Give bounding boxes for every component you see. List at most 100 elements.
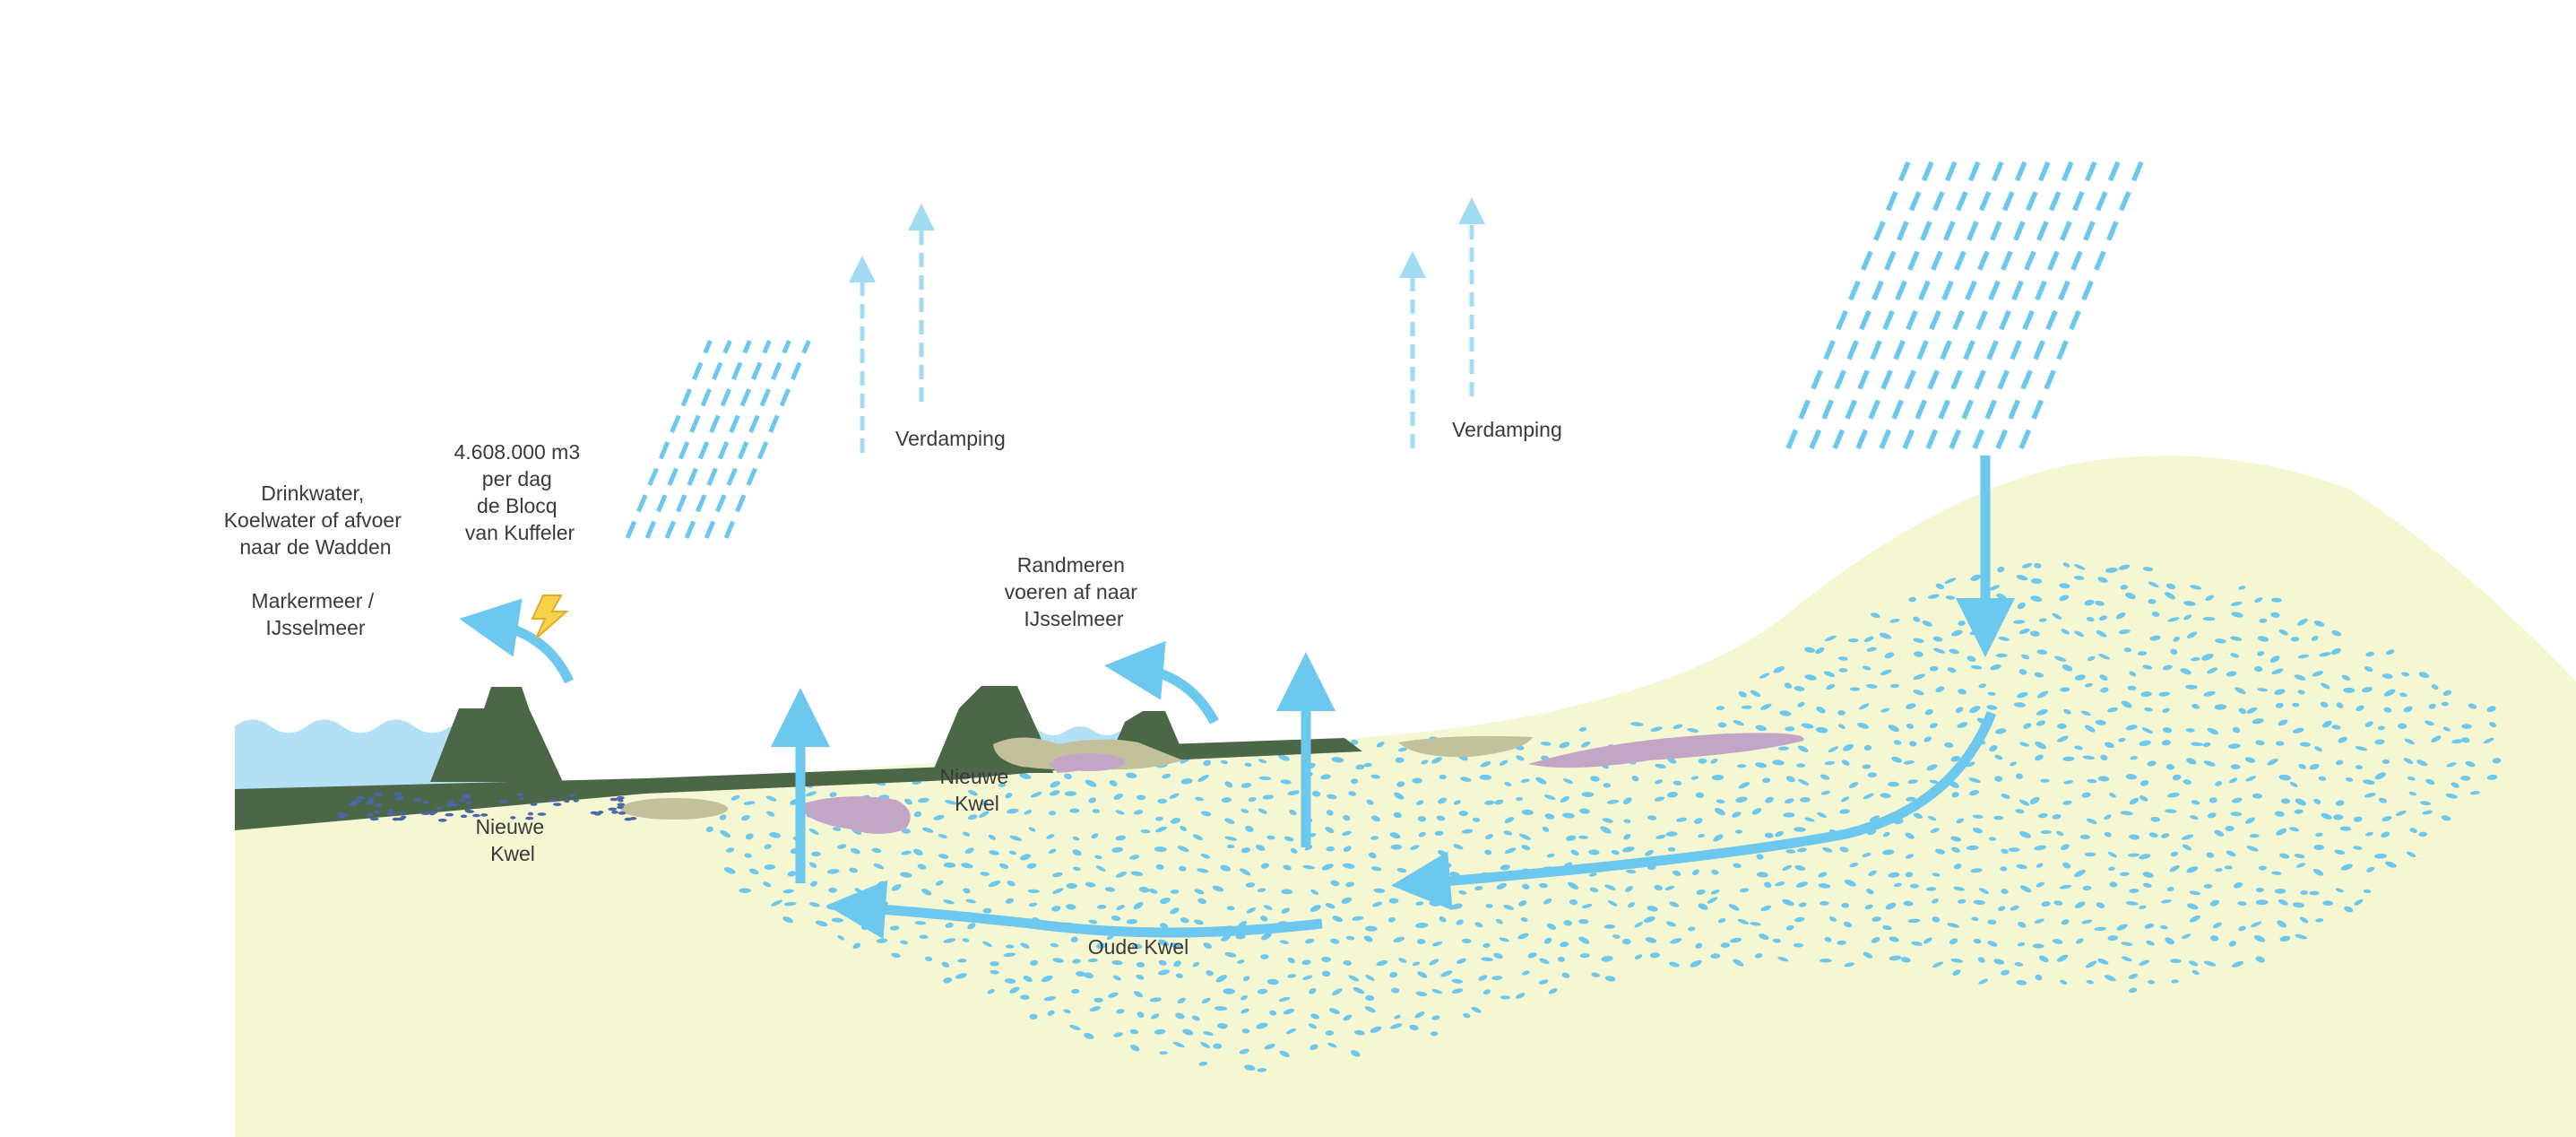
groundwater-dot [1113,1032,1123,1037]
groundwater-dot [1345,935,1355,941]
groundwater-dot [2191,742,2204,747]
groundwater-dot [1244,1064,1256,1071]
groundwater-dot [979,811,990,818]
groundwater-dot [2086,818,2097,824]
groundwater-dot [1157,798,1167,804]
groundwater-dot [1738,782,1750,789]
groundwater-dot [2036,709,2048,716]
groundwater-dot [1913,812,1923,819]
groundwater-dot [2001,889,2009,895]
groundwater-dot [1970,664,1983,670]
groundwater-dot [2298,763,2306,769]
groundwater-dot [1694,818,1703,824]
groundwater-dot [1088,919,1098,924]
groundwater-dot [1415,991,1428,997]
groundwater-dot [1908,596,1916,603]
groundwater-dot [2339,826,2352,831]
groundwater-dot [1764,881,1772,889]
groundwater-dot [2361,686,2373,693]
groundwater-dot [1456,958,1466,964]
groundwater-dot [1030,959,1038,966]
groundwater-dot [1368,852,1377,859]
groundwater-dot [2166,792,2180,798]
groundwater-dot [1906,724,1915,729]
groundwater-dot [1628,902,1635,908]
groundwater-dot [2128,973,2139,979]
groundwater-dot [1389,971,1398,978]
groundwater-dot [1987,941,1998,947]
groundwater-dot [1131,943,1143,950]
groundwater-dot [1949,938,1958,945]
groundwater-dot [1560,795,1570,803]
groundwater-dot [2021,654,2030,660]
groundwater-dot [2074,674,2086,681]
groundwater-dot [2230,636,2242,641]
groundwater-dot [1092,809,1101,813]
groundwater-dot [921,827,934,833]
groundwater-dot [1308,1023,1317,1029]
groundwater-dot [1180,778,1193,785]
groundwater-dot [1669,901,1680,907]
groundwater-dot [2052,814,2062,820]
groundwater-dot [2035,754,2044,761]
groundwater-dot [1088,797,1097,803]
groundwater-dot [921,889,932,896]
seepage-dot [423,801,429,804]
groundwater-dot [2059,884,2072,890]
groundwater-dot [1170,818,1181,824]
groundwater-dot [2074,630,2084,638]
groundwater-dot [2255,956,2266,963]
groundwater-dot [2146,940,2155,946]
groundwater-dot [1429,959,1439,966]
groundwater-dot [1203,1031,1214,1037]
groundwater-dot [1977,957,1985,963]
groundwater-dot [1968,777,1981,784]
groundwater-dot [1837,940,1846,945]
groundwater-dot [2419,801,2432,806]
groundwater-dot [1094,855,1102,860]
groundwater-dot [2165,937,2175,945]
groundwater-dot [2489,722,2497,728]
groundwater-dot [1240,847,1251,854]
groundwater-dot [871,847,882,854]
groundwater-dot [1947,667,1957,673]
groundwater-dot [2148,598,2157,604]
groundwater-dot [2257,651,2265,656]
groundwater-dot [1365,975,1375,981]
groundwater-dot [1261,933,1272,941]
groundwater-dot [1020,942,1030,949]
groundwater-dot [2056,954,2069,962]
groundwater-dot [1913,616,1921,622]
groundwater-dot [2416,759,2428,767]
groundwater-dot [1020,854,1031,861]
groundwater-dot [2279,853,2290,859]
groundwater-dot [1372,901,1382,907]
groundwater-dot [1500,864,1510,871]
groundwater-dot [2203,883,2213,889]
groundwater-dot [1009,986,1020,994]
seepage-dot [465,801,472,804]
groundwater-dot [2125,901,2139,906]
groundwater-dot [1994,776,2003,782]
groundwater-dot [808,862,817,868]
groundwater-dot [1978,683,1986,689]
groundwater-dot [2160,924,2168,930]
groundwater-dot [2073,576,2085,580]
groundwater-dot [2166,886,2174,892]
groundwater-dot [1673,870,1681,876]
groundwater-dot [2141,727,2154,734]
groundwater-dot [2442,726,2451,732]
groundwater-dot [2338,736,2347,743]
groundwater-dot [2105,567,2118,573]
groundwater-dot [2037,812,2048,819]
groundwater-dot [1698,758,1707,764]
groundwater-dot [1578,918,1589,924]
groundwater-dot [1568,881,1578,890]
groundwater-dot [1363,762,1372,768]
groundwater-dot [2120,872,2130,876]
seepage-dot [465,810,475,813]
groundwater-dot [1066,882,1077,890]
groundwater-dot [1325,1029,1335,1037]
groundwater-dot [2246,846,2259,852]
groundwater-dot [2191,969,2200,976]
